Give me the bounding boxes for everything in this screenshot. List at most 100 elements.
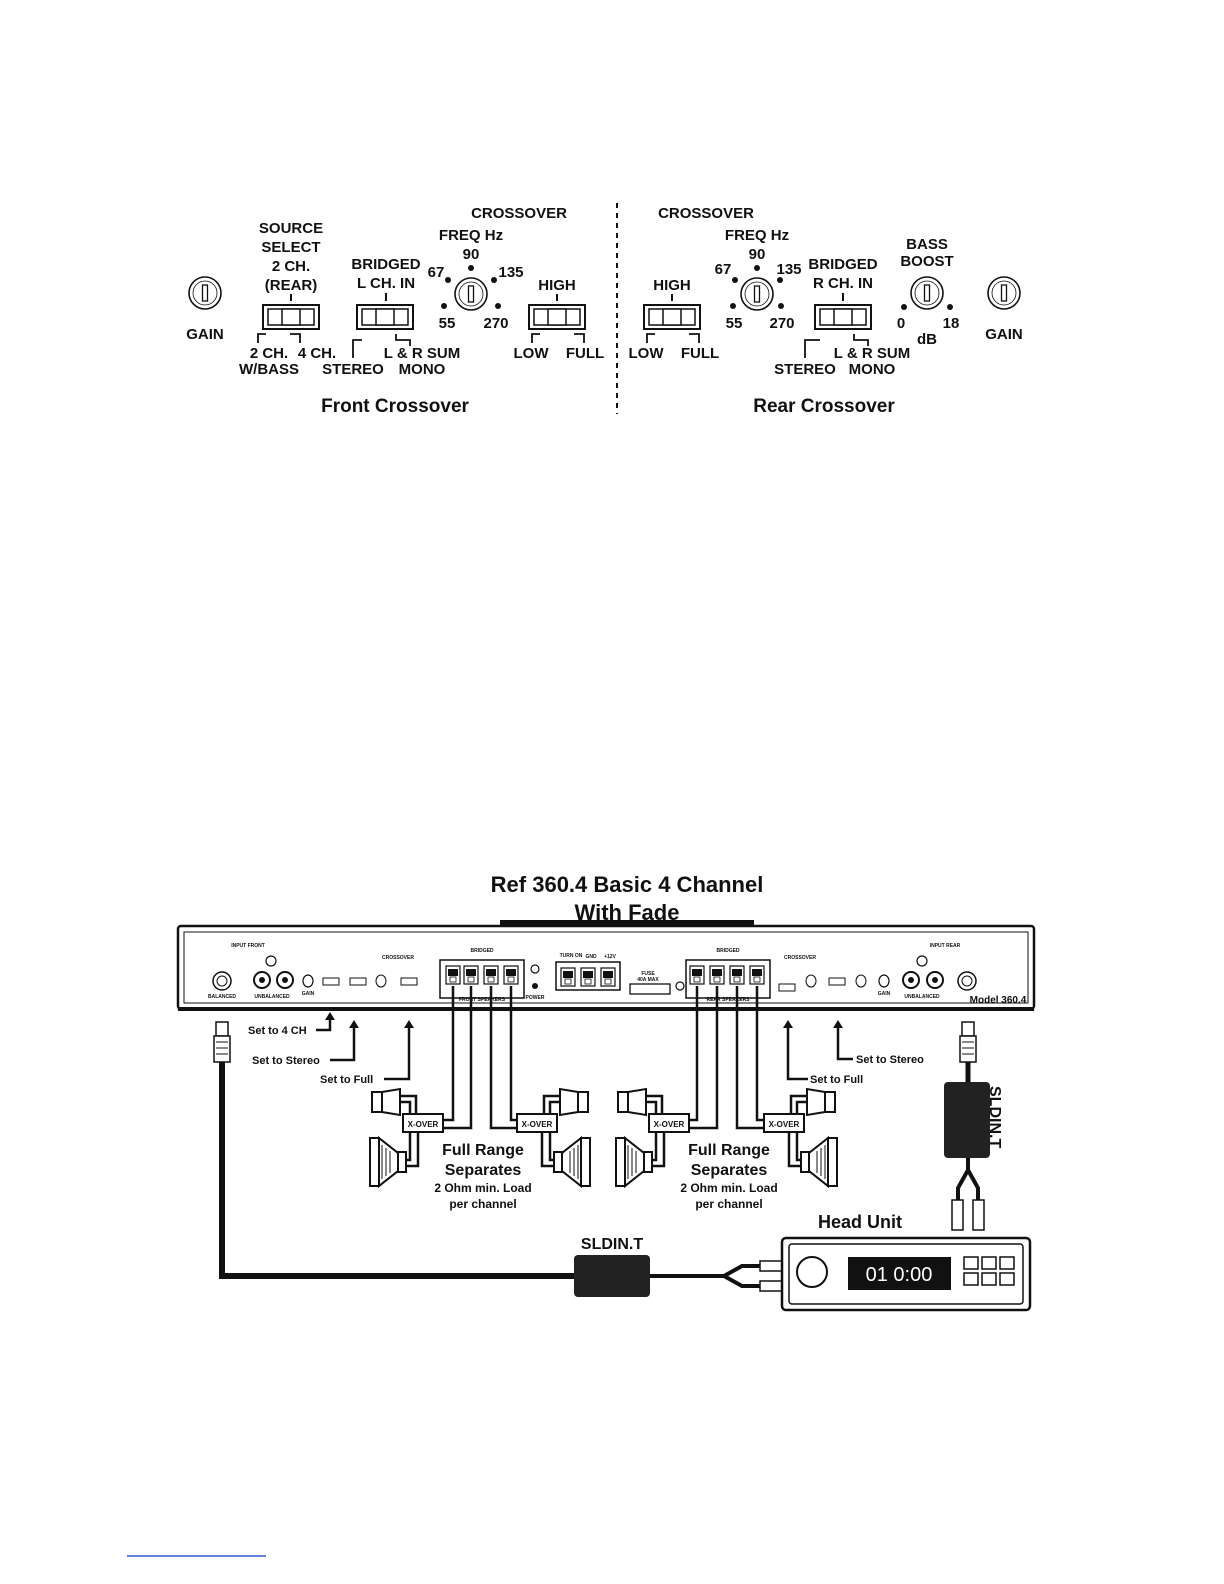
left-din-cable xyxy=(213,1021,576,1279)
front-bridged-line1: BRIDGED xyxy=(351,256,420,273)
rear-freq-90: 90 xyxy=(749,246,766,263)
wiring-title-line1: Ref 360.4 Basic 4 Channel xyxy=(491,872,764,897)
rear-separates-line2: Separates xyxy=(691,1162,768,1179)
rear-terminal-4[interactable] xyxy=(749,965,765,985)
rear-terminal-2[interactable] xyxy=(709,965,725,985)
rear-separates-line3: 2 Ohm min. Load xyxy=(680,1181,777,1195)
amp-unbalanced-label-rear: UNBALANCED xyxy=(904,994,940,1000)
rear-left-tweeter xyxy=(617,1088,647,1116)
rear-bridged-line1: BRIDGED xyxy=(808,256,877,273)
front-high-label: HIGH xyxy=(538,277,576,294)
power-led xyxy=(532,983,538,989)
bass-boost-line1: BASS xyxy=(906,236,948,253)
rear-lr-sum-label: L & R SUM xyxy=(834,345,910,362)
sldin-bottom-label: SLDIN.T xyxy=(581,1236,643,1253)
amp-front-speakers-label: FRONT SPEAKERS xyxy=(459,997,506,1003)
amp-unbalanced-label-front: UNBALANCED xyxy=(254,994,290,1000)
amp-front-gain-knob[interactable] xyxy=(302,974,314,988)
front-high-switch[interactable] xyxy=(528,304,586,330)
rear-gain-label: GAIN xyxy=(985,326,1023,343)
amp-balanced-label: BALANCED xyxy=(208,994,236,1000)
amp-rear-gain-knob[interactable] xyxy=(878,974,890,988)
rear-left-woofer xyxy=(615,1137,653,1187)
front-separates-line2: Separates xyxy=(445,1162,522,1179)
rear-gain-knob[interactable] xyxy=(987,276,1021,310)
amp-bridged-label-rear: BRIDGED xyxy=(716,948,739,954)
head-unit-preset-button[interactable] xyxy=(963,1256,979,1270)
front-terminal-3[interactable] xyxy=(483,965,499,985)
rear-crossover-panel: CROSSOVER FREQ Hz 90 67 135 55 270 HIGH … xyxy=(629,205,1023,417)
amp-12v-label: +12V xyxy=(604,954,616,960)
front-left-woofer xyxy=(369,1137,407,1187)
front-crossover-panel: GAIN SOURCE SELECT 2 CH. (REAR) 2 CH. W/… xyxy=(186,205,604,417)
front-adjustment-callouts: Set to 4 CH Set to Stereo Set to Full xyxy=(248,1012,414,1086)
rear-left-xover-label: X-OVER xyxy=(654,1120,685,1129)
front-gain-knob[interactable] xyxy=(188,276,222,310)
front-terminal-1[interactable] xyxy=(445,965,461,985)
rear-high-label: HIGH xyxy=(653,277,691,294)
head-unit-preset-button[interactable] xyxy=(981,1272,997,1286)
source-select-switch[interactable] xyxy=(262,304,320,330)
front-crossover-title: Front Crossover xyxy=(321,396,469,417)
amp-rear-speakers-label: REAR SPEAKERS xyxy=(706,997,750,1003)
head-unit-preset-button[interactable] xyxy=(999,1272,1015,1286)
bass-boost-18: 18 xyxy=(943,315,960,332)
rear-right-woofer xyxy=(800,1137,838,1187)
front-freq-90: 90 xyxy=(463,246,480,263)
rear-high-switch[interactable] xyxy=(643,304,701,330)
front-right-tweeter xyxy=(559,1088,589,1116)
rear-terminal-1[interactable] xyxy=(689,965,705,985)
front-right-xover-label: X-OVER xyxy=(522,1120,553,1129)
plus12v-terminal[interactable] xyxy=(600,967,616,987)
front-gain-label: GAIN xyxy=(186,326,224,343)
front-crossover-label: CROSSOVER xyxy=(471,205,567,222)
rear-bridged-line2: R CH. IN xyxy=(813,275,873,292)
front-bridged-switch[interactable] xyxy=(356,304,414,330)
set-full-right-label: Set to Full xyxy=(810,1074,863,1086)
source-opt-4ch: 4 CH. xyxy=(298,345,336,362)
front-terminal-4[interactable] xyxy=(503,965,519,985)
front-freq-knob[interactable] xyxy=(454,277,488,311)
rear-right-tweeter xyxy=(806,1088,836,1116)
head-unit-volume-knob[interactable] xyxy=(796,1256,828,1288)
rear-stereo-label: STEREO xyxy=(774,361,836,378)
set-stereo-left-label: Set to Stereo xyxy=(252,1055,320,1067)
head-unit-preset-button[interactable] xyxy=(963,1272,979,1286)
bass-boost-knob[interactable] xyxy=(910,276,944,310)
rear-balanced-din-jack[interactable] xyxy=(957,971,977,991)
amplifier-end-panel: INPUT FRONT BALANCED UNBALANCED GAIN CRO… xyxy=(176,920,1036,1011)
source-select-line4: (REAR) xyxy=(265,277,318,294)
sldin-adapter-bottom xyxy=(574,1255,650,1297)
bass-boost-0: 0 xyxy=(897,315,905,332)
amp-fuse-rating: 40A MAX xyxy=(637,977,659,983)
rear-bridged-switch[interactable] xyxy=(814,304,872,330)
amp-crossover-label-rear: CROSSOVER xyxy=(784,955,816,961)
rear-crossover-title: Rear Crossover xyxy=(753,396,895,417)
rear-speaker-wires xyxy=(689,986,764,1130)
rear-full-label: FULL xyxy=(681,345,719,362)
front-separates-line4: per channel xyxy=(449,1197,516,1211)
rear-right-xover-label: X-OVER xyxy=(769,1120,800,1129)
front-freq-label: FREQ Hz xyxy=(439,227,503,244)
amp-power-label: POWER xyxy=(526,995,545,1001)
amp-gnd-label: GND xyxy=(585,954,597,960)
gnd-terminal[interactable] xyxy=(580,967,596,987)
sldin-adapter-right xyxy=(944,1082,990,1158)
front-stereo-label: STEREO xyxy=(322,361,384,378)
rear-terminal-3[interactable] xyxy=(729,965,745,985)
turn-on-terminal[interactable] xyxy=(560,967,576,987)
rear-separates-line1: Full Range xyxy=(688,1142,770,1159)
front-balanced-din-jack[interactable] xyxy=(212,971,232,991)
amp-fuse[interactable] xyxy=(629,983,671,995)
set-full-left-label: Set to Full xyxy=(320,1074,373,1086)
rear-freq-knob[interactable] xyxy=(740,277,774,311)
front-bridged-line2: L CH. IN xyxy=(357,275,415,292)
front-terminal-2[interactable] xyxy=(463,965,479,985)
head-unit-preset-button[interactable] xyxy=(981,1256,997,1270)
amp-gain-label-rear: GAIN xyxy=(878,991,891,997)
bass-boost-db: dB xyxy=(917,331,937,348)
rear-freq-270: 270 xyxy=(769,315,794,332)
amp-bridged-label-front: BRIDGED xyxy=(470,948,493,954)
head-unit-label: Head Unit xyxy=(818,1212,902,1232)
head-unit-preset-button[interactable] xyxy=(999,1256,1015,1270)
